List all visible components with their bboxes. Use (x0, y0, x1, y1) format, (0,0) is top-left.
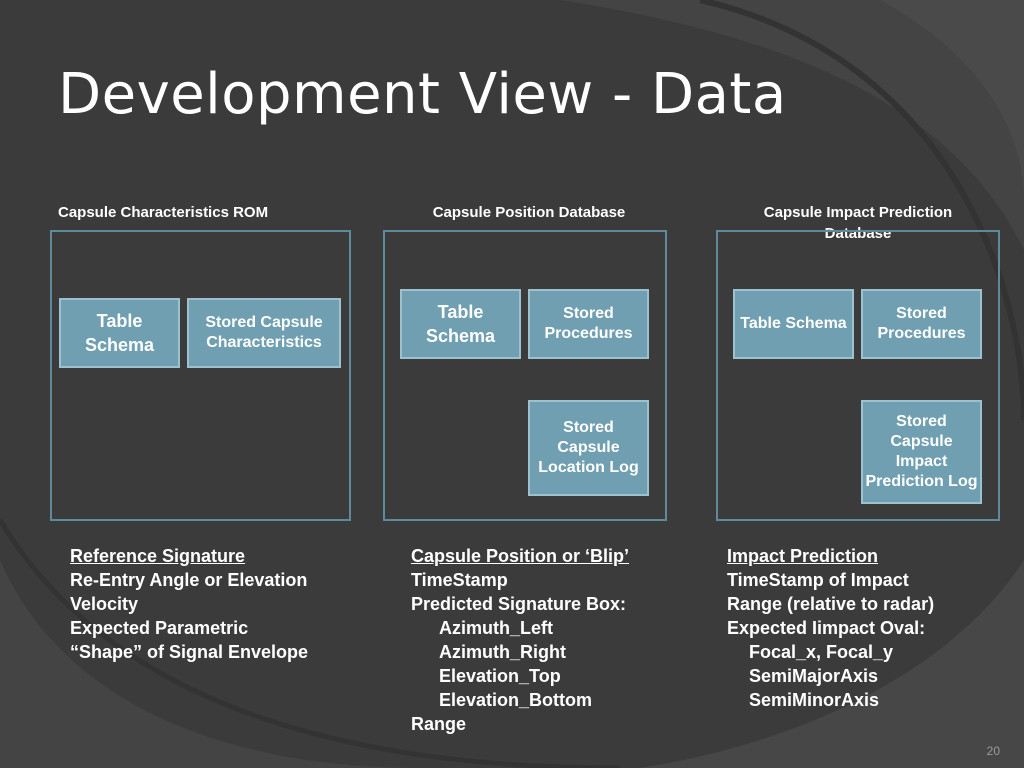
box-label: Table Schema (84, 311, 155, 355)
description-line: Re-Entry Angle or Elevation (70, 570, 308, 590)
description-heading: Capsule Position or ‘Blip’ (411, 546, 630, 566)
description-line: TimeStamp of Impact (727, 570, 909, 590)
description-impact-prediction: Impact Prediction TimeStamp of Impact Ra… (727, 544, 934, 712)
box-label: Stored Capsule Characteristics (205, 314, 323, 351)
description-subline: Elevation_Top (439, 666, 561, 686)
description-subline: Elevation_Bottom (439, 690, 593, 710)
box-label: Stored Procedures (544, 305, 633, 342)
box-impact-stored-procedures: Stored Procedures (861, 289, 982, 359)
box-rom-stored-characteristics: Stored Capsule Characteristics (187, 298, 341, 368)
column-title-rom: Capsule Characteristics ROM (58, 204, 269, 221)
description-line: Expected Parametric (70, 618, 249, 638)
description-line: TimeStamp (411, 570, 508, 590)
column-title-impact-db: Capsule Impact Prediction Database (763, 204, 953, 242)
box-impact-prediction-log: Stored Capsule Impact Prediction Log (861, 400, 982, 504)
description-line: Velocity (70, 594, 139, 614)
box-position-stored-procedures: Stored Procedures (528, 289, 649, 359)
description-subline: Focal_x, Focal_y (749, 642, 894, 662)
description-capsule-position: Capsule Position or ‘Blip’ TimeStamp Pre… (411, 544, 629, 736)
description-subline: Azimuth_Right (439, 642, 566, 662)
box-label: Table Schema (740, 315, 847, 332)
box-impact-table-schema: Table Schema (733, 289, 854, 359)
description-line: Range (411, 714, 467, 734)
description-heading: Reference Signature (70, 546, 246, 566)
column-title-position-db: Capsule Position Database (432, 204, 626, 221)
description-line: Expected Iimpact Oval: (727, 618, 926, 638)
slide-title: Development View - Data (58, 62, 787, 127)
container-impact-db (716, 230, 1000, 521)
description-subline: Azimuth_Left (439, 618, 553, 638)
page-number: 20 (986, 744, 1000, 758)
description-subline: SemiMinorAxis (749, 690, 880, 710)
box-label: Stored Capsule Impact Prediction Log (865, 413, 978, 490)
container-rom (50, 230, 351, 521)
box-label: Table Schema (425, 302, 496, 346)
description-line: Predicted Signature Box: (411, 594, 627, 614)
description-subline: SemiMajorAxis (749, 666, 879, 686)
container-position-db (383, 230, 667, 521)
description-line: Range (relative to radar) (727, 594, 935, 614)
box-position-table-schema: Table Schema (400, 289, 521, 359)
box-label: Stored Procedures (877, 305, 966, 342)
description-heading: Impact Prediction (727, 546, 879, 566)
box-label: Stored Capsule Location Log (538, 419, 639, 476)
box-position-location-log: Stored Capsule Location Log (528, 400, 649, 496)
box-rom-table-schema: Table Schema (59, 298, 180, 368)
description-line: “Shape” of Signal Envelope (70, 642, 309, 662)
description-reference-signature: Reference Signature Re-Entry Angle or El… (70, 544, 308, 664)
